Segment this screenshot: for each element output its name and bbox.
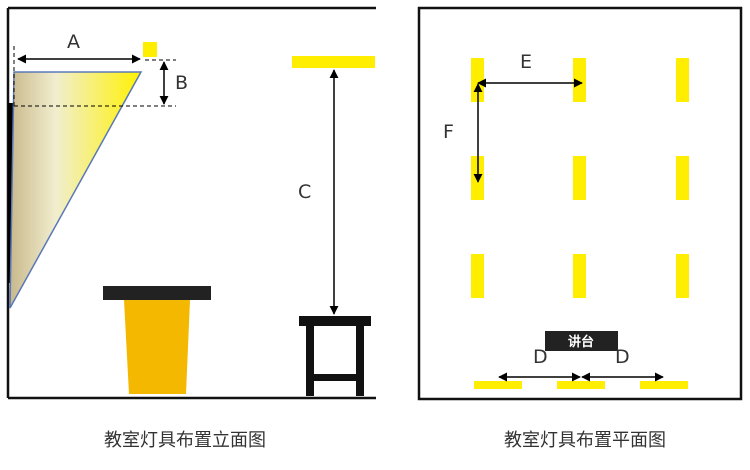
plan-lamp (573, 156, 586, 200)
lectern-top (103, 286, 211, 300)
blackboard-lamp (143, 42, 157, 57)
dimension-c-label: C (298, 181, 311, 203)
plan-lamp-grid (471, 58, 689, 298)
plan-lamp (573, 254, 586, 298)
blackboard-lamp-right (640, 381, 688, 389)
lectern-body (124, 300, 190, 394)
dimension-d-left-label: D (533, 346, 548, 368)
podium-label: 讲台 (568, 334, 594, 350)
dimension-d-right-label: D (615, 346, 630, 368)
plan-lamp (676, 58, 689, 102)
plan-lamp (676, 254, 689, 298)
light-beam (9, 71, 143, 309)
podium (545, 331, 618, 351)
plan-view: E F 讲台 D D 教室灯具布置平面图 (417, 6, 743, 451)
dimension-b-label: B (175, 72, 188, 94)
student-desk (299, 316, 371, 396)
plan-lamp (676, 156, 689, 200)
plan-lamp (471, 254, 484, 298)
plan-caption: 教室灯具布置平面图 (504, 430, 666, 451)
elevation-view: A B C 教室灯具布置立面图 (6, 6, 376, 451)
elevation-caption: 教室灯具布置立面图 (104, 430, 266, 451)
dimension-a-label: A (67, 31, 80, 53)
plan-room-outline (417, 6, 743, 401)
blackboard-lamp-left (474, 381, 522, 389)
plan-lamp (573, 58, 586, 102)
dimension-e-label: E (520, 51, 532, 73)
dimension-f-label: F (443, 121, 454, 143)
blackboard-lamp-center (557, 381, 605, 389)
ceiling-lamp (292, 56, 375, 68)
